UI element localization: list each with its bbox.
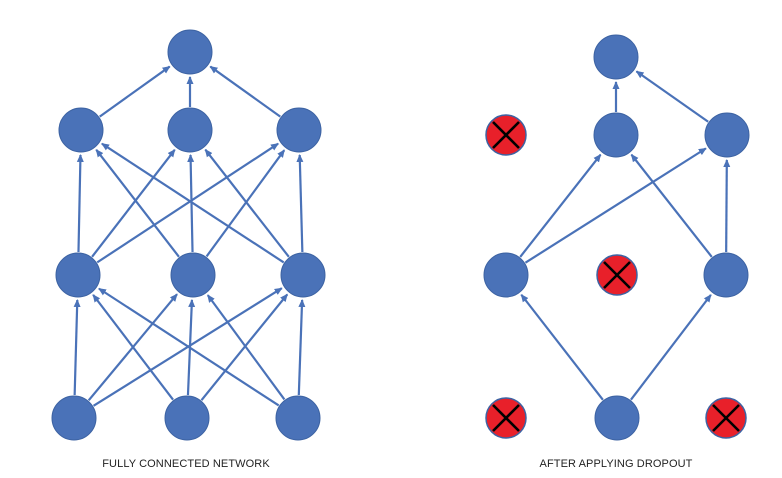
neuron-circle bbox=[167, 29, 213, 75]
input-neuron bbox=[164, 395, 210, 441]
connection-arrow bbox=[520, 293, 604, 401]
cross-mark-icon bbox=[492, 121, 520, 149]
neuron-circle bbox=[483, 252, 529, 298]
neuron-circle bbox=[593, 34, 639, 80]
hidden-neuron bbox=[58, 107, 104, 153]
neuron-circle bbox=[164, 395, 210, 441]
connection-arrow bbox=[95, 148, 180, 258]
neuron-circle bbox=[280, 252, 326, 298]
connection-arrow bbox=[73, 298, 81, 396]
hidden-neuron bbox=[703, 252, 749, 298]
connection-arrow bbox=[519, 153, 602, 258]
dropout-caption: AFTER APPLYING DROPOUT bbox=[540, 458, 693, 470]
dropped-hidden-neuron bbox=[485, 114, 527, 156]
connection-arrow bbox=[205, 149, 286, 258]
fully-connected-network-panel bbox=[51, 29, 326, 441]
neuron-circle bbox=[704, 112, 750, 158]
neuron-circle bbox=[703, 252, 749, 298]
connection-arrow bbox=[630, 294, 712, 401]
dropped-hidden-neuron bbox=[596, 254, 638, 296]
fully-connected-caption: FULLY CONNECTED NETWORK bbox=[102, 458, 270, 470]
neuron-circle bbox=[58, 107, 104, 153]
hidden-neuron bbox=[483, 252, 529, 298]
cross-mark-icon bbox=[712, 404, 740, 432]
connection-arrow bbox=[91, 148, 176, 258]
dropout-network-panel bbox=[483, 34, 750, 441]
neuron-circle bbox=[276, 107, 322, 153]
connection-arrow bbox=[96, 142, 279, 264]
neuron-circle bbox=[55, 252, 101, 298]
input-neuron bbox=[51, 395, 97, 441]
connection-arrow bbox=[98, 287, 280, 407]
connection-arrow bbox=[524, 147, 707, 264]
output-neuron bbox=[593, 34, 639, 80]
connection-arrow bbox=[92, 294, 174, 401]
connection-arrow bbox=[200, 293, 289, 401]
connection-arrow bbox=[101, 142, 285, 264]
connection-arrow bbox=[76, 153, 84, 253]
connection-arrow bbox=[296, 153, 304, 253]
hidden-neuron bbox=[280, 252, 326, 298]
connection-arrow bbox=[297, 298, 306, 396]
output-neuron bbox=[167, 29, 213, 75]
neuron-circle bbox=[593, 112, 639, 158]
neuron-circle bbox=[275, 395, 321, 441]
connection-arrow bbox=[206, 294, 286, 401]
dropped-input-neuron bbox=[705, 397, 747, 439]
connection-arrow bbox=[99, 65, 171, 118]
input-neuron bbox=[275, 395, 321, 441]
connection-arrow bbox=[635, 70, 709, 123]
input-neuron bbox=[594, 395, 640, 441]
connection-arrow bbox=[209, 65, 281, 118]
cross-mark-icon bbox=[492, 404, 520, 432]
neuron-circle bbox=[170, 252, 216, 298]
hidden-neuron bbox=[55, 252, 101, 298]
hidden-neuron bbox=[704, 112, 750, 158]
connection-arrow bbox=[723, 158, 731, 253]
hidden-neuron bbox=[170, 252, 216, 298]
connection-arrow bbox=[630, 153, 713, 258]
connection-arrow bbox=[204, 148, 290, 258]
neuron-circle bbox=[594, 395, 640, 441]
neuron-circle bbox=[51, 395, 97, 441]
cross-mark-icon bbox=[603, 261, 631, 289]
neuron-circle bbox=[167, 107, 213, 153]
hidden-neuron bbox=[167, 107, 213, 153]
hidden-neuron bbox=[593, 112, 639, 158]
hidden-neuron bbox=[276, 107, 322, 153]
dropped-input-neuron bbox=[485, 397, 527, 439]
